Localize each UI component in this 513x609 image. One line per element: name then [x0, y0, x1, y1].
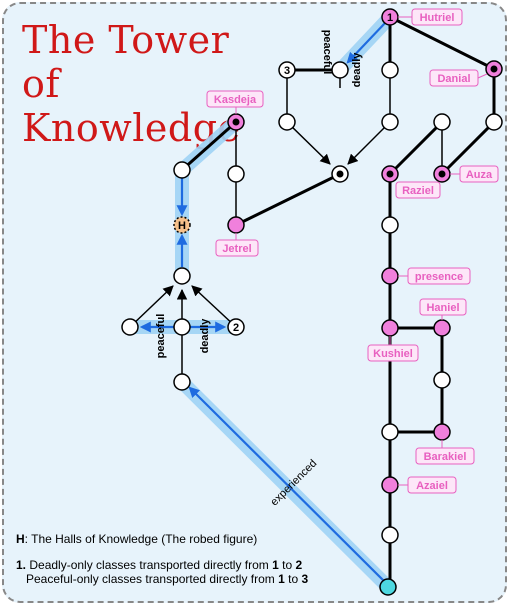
- name-labels: Hutriel Danial Kasdeja Jetrel Raziel Auz…: [206, 8, 499, 494]
- node-haniel: [433, 319, 451, 337]
- node-left-col-top: [173, 161, 191, 179]
- legend-halls-key: H: [16, 532, 25, 546]
- marker-halls: H: [178, 220, 186, 232]
- node-barakiel-left: [381, 423, 399, 441]
- svg-text:Danial: Danial: [437, 73, 470, 85]
- label-raziel: Raziel: [395, 181, 441, 199]
- legend-note-1-text: Deadly-only classes transported directly…: [26, 558, 273, 572]
- node-barakiel: [433, 423, 451, 441]
- svg-text:Haniel: Haniel: [426, 302, 459, 314]
- svg-text:presence: presence: [415, 271, 463, 283]
- legend-note-1-to: 2: [295, 558, 303, 572]
- node-jetrel: [227, 216, 245, 234]
- edge-label-peaceful-top: peaceful: [321, 30, 333, 75]
- label-auza: Auza: [450, 165, 499, 183]
- legend-note-number: 1.: [16, 558, 27, 572]
- node-raziel-below: [381, 216, 399, 234]
- edge-label-peaceful-bottom: peaceful: [155, 314, 167, 359]
- svg-text:Azaiel: Azaiel: [416, 480, 448, 492]
- label-jetrel: Jetrel: [215, 233, 259, 257]
- legend-note-2-to: 3: [301, 572, 309, 586]
- node-experienced-end: [173, 373, 191, 391]
- label-hutriel: Hutriel: [398, 8, 463, 26]
- node-deadly-branch: [381, 61, 399, 79]
- label-kushiel: Kushiel: [367, 336, 419, 362]
- node-2: [227, 318, 245, 336]
- marker-3: 3: [284, 65, 290, 77]
- label-azaiel: Azaiel: [398, 476, 457, 494]
- legend: H: The Halls of Knowledge (The robed fig…: [16, 532, 496, 592]
- label-danial: Danial: [429, 69, 488, 87]
- svg-text:Barakiel: Barakiel: [424, 451, 467, 463]
- svg-text:Jetrel: Jetrel: [222, 243, 251, 255]
- connection-lines: [181, 15, 496, 587]
- label-kasdeja: Kasdeja: [206, 90, 264, 114]
- node-left-upper: [278, 113, 296, 131]
- legend-note-1: 1. Deadly-only classes transported direc…: [16, 558, 496, 572]
- edge-label-deadly-top: deadly: [351, 52, 363, 88]
- svg-text:Raziel: Raziel: [402, 185, 434, 197]
- label-barakiel: Barakiel: [415, 440, 475, 465]
- legend-note-2-text: Peaceful-only classes transported direct…: [26, 572, 279, 586]
- svg-text:Hutriel: Hutriel: [420, 12, 455, 24]
- legend-note-1-from: 1: [272, 558, 279, 572]
- legend-note-2-to-word: to: [284, 572, 302, 586]
- node-halls: [173, 216, 191, 234]
- node-danial-below: [485, 113, 503, 131]
- node-dots: [232, 65, 498, 178]
- legend-note-2-from: 1: [278, 572, 285, 586]
- node-split-lower: [173, 318, 191, 336]
- marker-1: 1: [387, 12, 393, 24]
- node-kasdeja-below: [227, 165, 245, 183]
- svg-text:Kasdeja: Kasdeja: [214, 94, 257, 106]
- node-3: [278, 61, 296, 79]
- legend-note-2: Peaceful-only classes transported direct…: [16, 572, 496, 586]
- node-kushiel: [381, 319, 399, 337]
- node-azaiel-below: [381, 526, 399, 544]
- node-raziel-above: [433, 113, 451, 131]
- legend-halls-text: : The Halls of Knowledge (The robed figu…: [24, 532, 258, 546]
- node-right-upper: [381, 113, 399, 131]
- svg-text:Kushiel: Kushiel: [373, 348, 413, 360]
- legend-halls: H: The Halls of Knowledge (The robed fig…: [16, 532, 496, 546]
- node-azaiel: [381, 476, 399, 494]
- node-peaceful-deadly-split: [331, 61, 349, 79]
- edge-label-deadly-bottom: deadly: [199, 318, 211, 354]
- node-halls-below: [173, 267, 191, 285]
- svg-text:Auza: Auza: [466, 169, 493, 181]
- node-start: [379, 578, 397, 596]
- marker-2: 2: [233, 322, 239, 334]
- node-presence: [381, 267, 399, 285]
- label-haniel: Haniel: [419, 298, 467, 320]
- node-peaceful-end: [121, 318, 139, 336]
- legend-note-1-to-word: to: [278, 558, 296, 572]
- node-haniel-below: [433, 371, 451, 389]
- title-line-1: The Tower of: [22, 18, 230, 106]
- blue-paths: [139, 21, 387, 584]
- label-presence: presence: [398, 267, 471, 285]
